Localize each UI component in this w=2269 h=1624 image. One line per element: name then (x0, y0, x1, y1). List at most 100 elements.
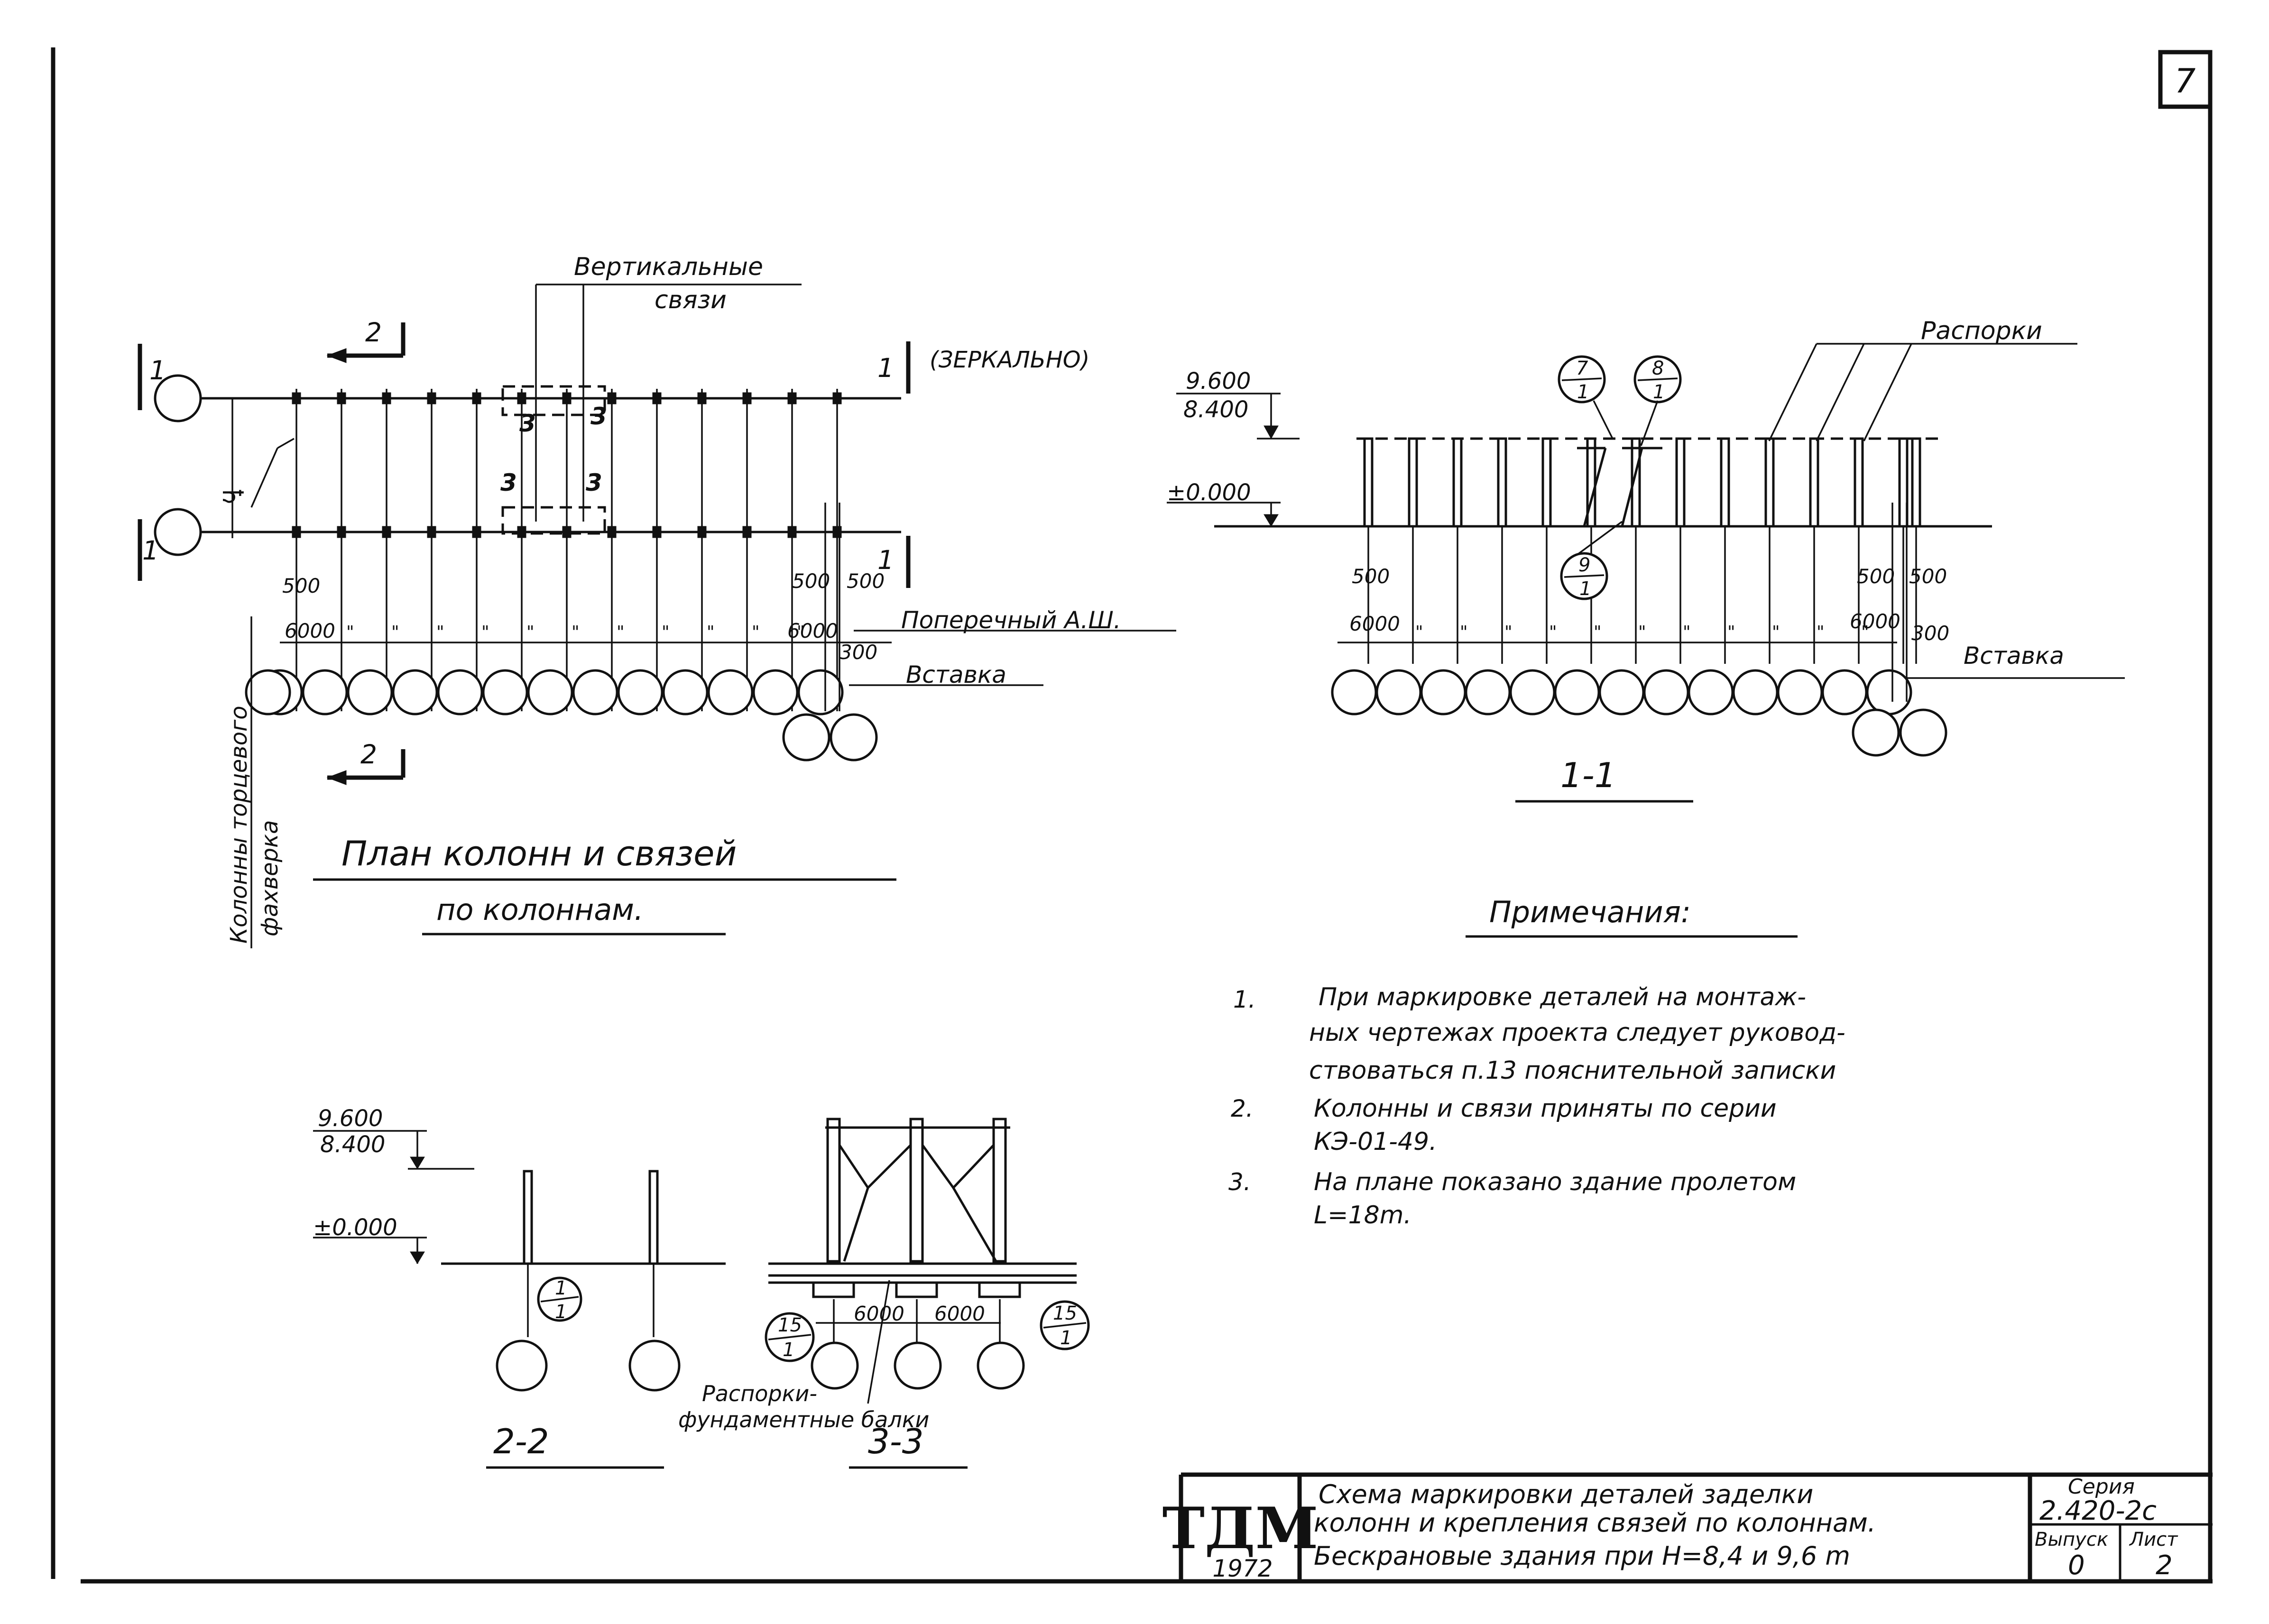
s11-ditto-mark: " (1549, 623, 1557, 642)
issue-label: Выпуск (2035, 1529, 2108, 1551)
s33-callout-right-num: 15 (1053, 1303, 1077, 1324)
plan-column-mark (607, 392, 617, 404)
s11-column (1541, 437, 1552, 528)
svg-text:1: 1 (142, 535, 159, 566)
s11-ditto-marks: """"""""""" (1415, 623, 1869, 642)
plan-column-mark (832, 392, 842, 404)
plan-ditto-mark: " (481, 623, 489, 642)
section-2-2-title: 2-2 (493, 1422, 549, 1461)
plan-axis-bubble (392, 669, 438, 716)
sheet-number: 7 (2175, 62, 2196, 101)
svg-text:2: 2 (360, 739, 377, 770)
s11-column (1720, 437, 1730, 528)
s11-insert-bubble-2 (1899, 708, 1947, 757)
plan-title-2: по колоннам. (436, 892, 644, 927)
bracing-mark-3b: 3 (590, 403, 607, 430)
plan-column-mark (697, 526, 707, 538)
s11-ditto-mark: " (1683, 623, 1691, 642)
svg-text:2: 2 (365, 317, 382, 348)
plan-column-mark (562, 526, 572, 538)
plan-column-mark (472, 526, 481, 538)
plan-ditto-marks: """"""""""" (346, 623, 805, 642)
title-block: ТДМ 1972 Схема маркировки деталей заделк… (1162, 1472, 2213, 1582)
sheet-frame: 7 (51, 47, 2213, 1584)
plan-column-mark (652, 526, 662, 538)
plan-column-mark (742, 392, 752, 404)
s11-axis-bubble (1375, 669, 1422, 716)
transverse-axis-label: Поперечный А.Ш. (901, 606, 1121, 634)
plan-ditto-mark: " (617, 623, 625, 642)
bracing-mark-3a: 3 (519, 410, 536, 437)
section-marker-1-right: 1 1 (877, 341, 911, 588)
mirrored-note: (ЗЕРКАЛЬНО) (930, 347, 1089, 373)
s11-ditto-mark: " (1638, 623, 1646, 642)
plan-dim-500-left: 500 (282, 574, 320, 597)
svg-text:1: 1 (877, 545, 894, 575)
s11-callout-num: 8 (1652, 358, 1664, 379)
note-2-line-1: Колонны и связи приняты по серии (1314, 1094, 1777, 1123)
s11-column (1408, 437, 1418, 528)
plan-column-mark (652, 392, 662, 404)
plan-ditto-mark: " (797, 623, 805, 642)
plan-column-mark (787, 392, 797, 404)
plan-ditto-mark: " (436, 623, 444, 642)
s11-insert-bubble-1 (1852, 708, 1900, 757)
section-1-1-columns (1363, 437, 1921, 664)
s11-column (1363, 437, 1374, 528)
plan-column-mark (337, 392, 346, 404)
plan-dim-6000-right: 6000 (787, 619, 838, 642)
s33-dim-6000-a: 6000 (854, 1302, 904, 1325)
plan-ditto-mark: " (346, 623, 354, 642)
plan-axis-bubble (617, 669, 664, 716)
s11-callout-num: 9 (1578, 554, 1590, 576)
plan-axis-bubble (572, 669, 618, 716)
note-2-line-2: КЭ-01-49. (1314, 1128, 1437, 1156)
s11-axis-bubble (1598, 669, 1645, 716)
s11-axis-bubble (1688, 669, 1734, 716)
s11-axis-bubble (1554, 669, 1600, 716)
plan-axis-bubbles (245, 669, 844, 716)
series-value: 2.420-2с (2039, 1496, 2157, 1526)
s33-bubble-3 (977, 1341, 1025, 1390)
note-3-number: 3. (1228, 1168, 1251, 1196)
s11-ditto-mark: " (1727, 623, 1735, 642)
svg-text:1: 1 (149, 355, 166, 385)
s22-level-zero: ±0.000 (313, 1214, 397, 1241)
section-2-2: 9.600 8.400 ±0.000 1 1 2-2 (313, 1105, 726, 1469)
plan-ditto-mark: " (662, 623, 670, 642)
s11-axis-bubble (1866, 669, 1912, 716)
plan-column-mark (292, 392, 301, 404)
s11-callout-den: 1 (1577, 381, 1589, 403)
plan-column-mark (382, 526, 391, 538)
plan-dim-500-right-b: 500 (847, 569, 885, 593)
plan-dim-6000-left: 6000 (285, 619, 335, 642)
plan-column-mark (382, 392, 391, 404)
s11-dim-500-right-a: 500 (1857, 565, 1895, 588)
drawing-title-line-3: Бескрановые здания при Н=8,4 и 9,6 m (1314, 1541, 1850, 1571)
sheet-value: 2 (2156, 1550, 2173, 1581)
plan-of-columns: ♄ 3 3 3 3 Вертикальные связи 1 1 1 1 (ЗЕ… (138, 253, 1176, 948)
plan-title: План колонн и связей (341, 834, 737, 873)
s11-ditto-mark: " (1817, 623, 1825, 642)
end-columns-label-2: фахверка (257, 820, 283, 936)
s11-axis-bubble (1509, 669, 1556, 716)
s11-axis-bubble (1821, 669, 1868, 716)
plan-insert-label: Вставка (906, 661, 1006, 688)
end-column-bottom (154, 508, 202, 556)
section-marker-2-bottom: 2 (326, 739, 406, 785)
s11-axis-bubble (1465, 669, 1511, 716)
s11-level-mid: 8.400 (1183, 396, 1248, 423)
plan-column-mark (517, 392, 526, 404)
s33-callout-left-den: 1 (783, 1339, 794, 1361)
s33-bubble-2 (894, 1341, 942, 1390)
s11-ditto-mark: " (1415, 623, 1423, 642)
s33-callout-left-num: 15 (778, 1314, 802, 1336)
s33-callout-right-den: 1 (1060, 1327, 1072, 1349)
section-1-1-title: 1-1 (1560, 755, 1616, 795)
s11-column (1809, 437, 1819, 528)
svg-text:1: 1 (877, 353, 894, 383)
plan-axis-bubble (347, 669, 393, 716)
s11-column (1764, 437, 1775, 528)
